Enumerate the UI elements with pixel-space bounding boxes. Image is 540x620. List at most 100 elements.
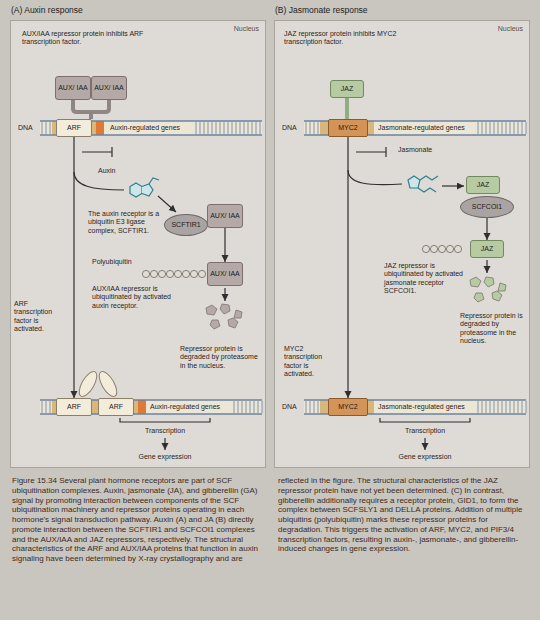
- inhibition-bar: [82, 147, 386, 157]
- illustration-part: [212, 122, 213, 134]
- illustration-part: [74, 172, 124, 190]
- illustration-part: [498, 401, 499, 413]
- illustration-part: [46, 122, 47, 134]
- annotation-text: Auxin: [98, 167, 116, 175]
- illustration-part: [46, 401, 47, 413]
- protein-name: ARF: [67, 124, 81, 132]
- illustration-part: [486, 401, 487, 413]
- protein-name: MYC2: [338, 403, 357, 411]
- transcription-factor: MYC2: [328, 119, 368, 137]
- annotation-text: DNA: [282, 124, 297, 132]
- repressor-protein: AUX/ IAA: [207, 262, 243, 286]
- protein-name: ARF: [109, 403, 123, 411]
- protein-name: MYC2: [338, 124, 357, 132]
- annotation-text: MYC2 transcription factor is activated.: [284, 345, 340, 379]
- repressor-link: [73, 98, 347, 119]
- illustration-part: [120, 418, 210, 422]
- illustration-part: [356, 147, 386, 157]
- illustration-part: [50, 122, 51, 134]
- illustration-part: [238, 401, 239, 413]
- illustration-part: [486, 122, 487, 134]
- illustration-part: [454, 245, 461, 252]
- illustration-part: [420, 176, 438, 180]
- illustration-part: [422, 245, 429, 252]
- annotation-text: Auxin-regulated genes: [150, 403, 220, 411]
- annotation-text: Repressor protein is degraded by proteas…: [180, 345, 258, 370]
- illustration-part: [216, 122, 217, 134]
- nucleus-panel: (B) Jasmonate responseNucleusJAZMYC2JAZS…: [274, 20, 530, 468]
- illustration-part: [310, 122, 311, 134]
- protein-name: AUX/ IAA: [210, 270, 240, 278]
- protein-name: JAZ: [481, 245, 493, 253]
- arrow-connector: [347, 137, 348, 398]
- annotation-text: Jasmonate-regulated genes: [378, 403, 465, 411]
- illustration-part: [482, 401, 483, 413]
- transcription-factor: MYC2: [328, 398, 368, 416]
- illustration-part: [518, 122, 519, 134]
- illustration-part: [478, 122, 479, 134]
- illustration-part: [182, 270, 189, 277]
- annotation-text: JAZ repressor is ubiquitinated by activa…: [384, 262, 466, 296]
- compartment-label: Nucleus: [498, 25, 523, 33]
- panel-title: (B) Jasmonate response: [275, 6, 368, 16]
- annotation-text: Gene expression: [120, 453, 210, 461]
- illustration-part: [42, 401, 43, 413]
- repressor-protein: JAZ: [466, 176, 500, 194]
- nucleus-ground: [274, 20, 530, 468]
- illustration-part: [248, 122, 249, 134]
- illustration-part: [242, 401, 243, 413]
- illustration-part: [318, 401, 319, 413]
- dna-helix: [40, 121, 526, 414]
- illustration-part: [142, 184, 153, 196]
- receptor-complex: SCFTIR1: [164, 214, 208, 236]
- illustration-part: [228, 122, 229, 134]
- illustration-part: [490, 122, 491, 134]
- illustration-part: [234, 310, 242, 318]
- illustration-part: [254, 401, 255, 413]
- protein-name: SCFCOI1: [472, 203, 502, 211]
- illustration-part: [306, 401, 307, 413]
- illustration-part: [314, 401, 315, 413]
- illustration-part: [262, 401, 263, 413]
- illustration-part: [244, 122, 245, 134]
- protein-name: AUX/ IAA: [94, 84, 124, 92]
- illustration-part: [492, 291, 502, 301]
- nucleus-panel: (A) Auxin responseNucleusAUX/ IAAAUX/ IA…: [10, 20, 266, 468]
- jasmonate-molecule: [408, 176, 438, 192]
- repressor-protein: AUX/ IAA: [91, 76, 127, 100]
- illustration-part: [484, 277, 494, 287]
- auxin-molecule: [130, 178, 159, 197]
- illustration-part: [96, 369, 120, 399]
- illustration-part: [158, 196, 176, 212]
- illustration-part: [50, 401, 51, 413]
- illustration-part: [506, 401, 507, 413]
- annotation-text: Repressor protein is degraded by proteas…: [460, 312, 524, 346]
- illustration-part: [474, 293, 484, 302]
- receptor-complex: SCFCOI1: [460, 196, 514, 218]
- arrow-connector: [224, 228, 225, 262]
- illustration-part: [40, 121, 526, 414]
- annotation-text: JAZ repressor protein inhibits MYC2 tran…: [284, 30, 434, 47]
- illustration-part: [514, 401, 515, 413]
- illustration-part: [256, 122, 257, 134]
- illustration-part: [430, 245, 437, 252]
- illustration-part: [470, 277, 481, 287]
- illustration-part: [73, 100, 109, 119]
- annotation-text: ARF transcription factor is activated.: [14, 300, 66, 334]
- illustration-part: [522, 401, 523, 413]
- protein-name: ARF: [67, 403, 81, 411]
- annotation-text: Jasmonate-regulated genes: [378, 124, 465, 132]
- illustration-part: [174, 270, 181, 277]
- illustration-part: [142, 270, 149, 277]
- illustration-part: [526, 122, 527, 134]
- illustration-part: [442, 185, 464, 186]
- illustration-part: [424, 438, 425, 450]
- protein-name: AUX/ IAA: [210, 212, 240, 220]
- illustration-part: [306, 122, 307, 134]
- annotation-text: Auxin-regulated genes: [110, 124, 180, 132]
- illustration-part: [138, 400, 146, 414]
- compartment-label: Nucleus: [234, 25, 259, 33]
- illustration-part: [234, 401, 235, 413]
- illustration-part: [149, 178, 159, 184]
